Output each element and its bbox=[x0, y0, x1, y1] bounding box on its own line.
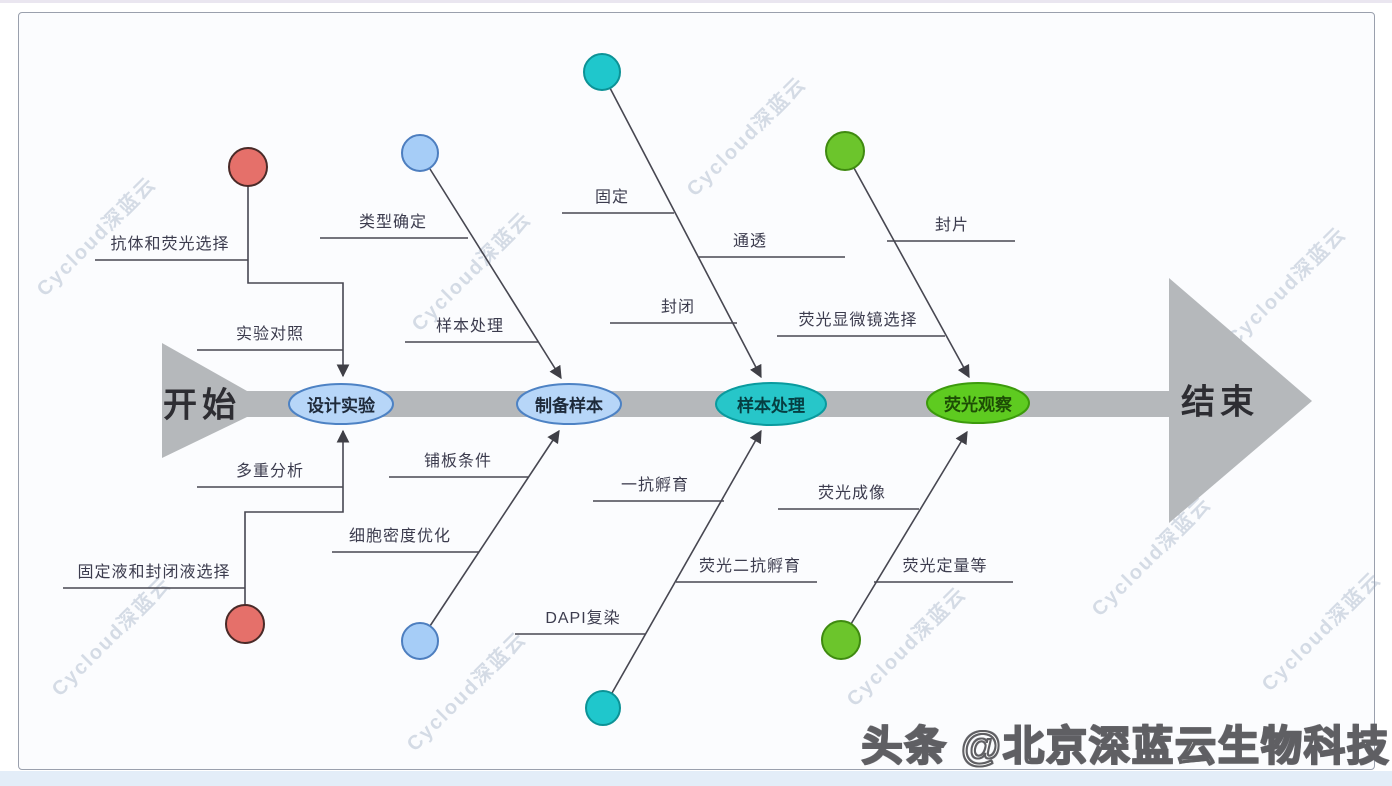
bottom-edge-strip bbox=[0, 771, 1392, 786]
node-label-prepare: 制备样本 bbox=[535, 396, 603, 416]
endpoint-circle-green-top bbox=[825, 131, 865, 171]
node-ellipse-design bbox=[288, 383, 394, 425]
rib-label: 荧光成像 bbox=[817, 485, 887, 502]
start-label: 开始 bbox=[163, 386, 241, 425]
bone-node4-top bbox=[853, 167, 970, 379]
bone-node4-bottom bbox=[850, 430, 968, 625]
rib-label: 多重分析 bbox=[235, 463, 305, 480]
rib-label: 细胞密度优化 bbox=[348, 528, 452, 545]
rib-label: 封闭 bbox=[660, 299, 696, 316]
bone-node3-bottom bbox=[611, 429, 762, 694]
rib-label: 类型确定 bbox=[358, 214, 428, 231]
end-arrowhead-shape bbox=[1169, 278, 1312, 523]
node-ellipse-process bbox=[715, 382, 827, 426]
rib-label: 荧光显微镜选择 bbox=[798, 312, 918, 329]
end-label: 结束 bbox=[1181, 383, 1259, 422]
endpoint-circle-teal-top bbox=[583, 53, 621, 91]
rib-label: 固定 bbox=[594, 189, 630, 206]
endpoint-circle-blue-top bbox=[401, 134, 439, 172]
top-edge-line bbox=[0, 0, 1392, 3]
start-funnel-shape bbox=[162, 343, 247, 458]
bone-node2-bottom bbox=[429, 429, 560, 627]
bone-node2-top bbox=[429, 168, 562, 380]
rib-label: 通透 bbox=[732, 233, 768, 250]
rib-label: 荧光二抗孵育 bbox=[698, 558, 802, 575]
rib-label: 抗体和荧光选择 bbox=[110, 236, 230, 253]
rib-label: 封片 bbox=[934, 217, 970, 234]
bone-node3-top bbox=[609, 87, 762, 379]
node-ellipse-observe bbox=[926, 382, 1030, 424]
rib-label: 荧光定量等 bbox=[902, 558, 988, 575]
node-label-observe: 荧光观察 bbox=[944, 395, 1012, 415]
credit-text: 头条 @北京深蓝云生物科技 bbox=[861, 722, 1390, 770]
endpoint-circle-green-bottom bbox=[821, 620, 861, 660]
node-ellipse-prepare bbox=[516, 383, 622, 425]
endpoint-circle-red-top bbox=[228, 147, 268, 187]
endpoint-circle-teal-bottom bbox=[585, 690, 621, 726]
node-label-process: 样本处理 bbox=[737, 396, 805, 416]
rib-label: DAPI复染 bbox=[545, 610, 621, 627]
endpoint-circle-red-bottom bbox=[225, 604, 265, 644]
rib-label: 样本处理 bbox=[435, 318, 505, 335]
endpoint-circle-blue-bottom bbox=[401, 622, 439, 660]
rib-label: 实验对照 bbox=[235, 326, 305, 343]
rib-label: 固定液和封闭液选择 bbox=[77, 564, 231, 581]
rib-label: 铺板条件 bbox=[423, 453, 493, 470]
bone-node1-top bbox=[247, 186, 350, 378]
rib-label: 一抗孵育 bbox=[620, 477, 690, 494]
node-label-design: 设计实验 bbox=[307, 396, 375, 416]
bone-node1-bottom bbox=[244, 429, 350, 605]
